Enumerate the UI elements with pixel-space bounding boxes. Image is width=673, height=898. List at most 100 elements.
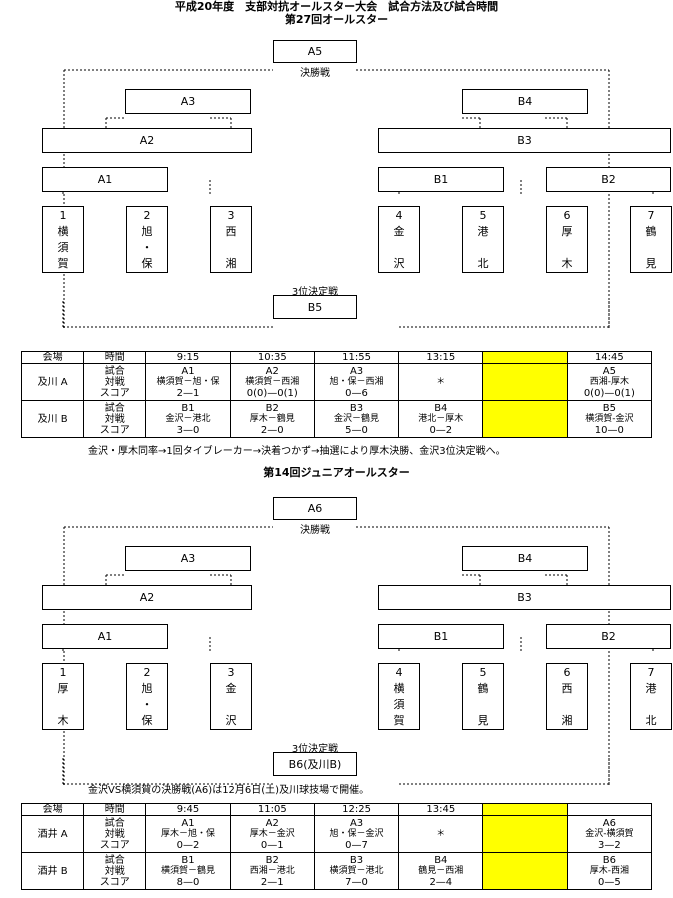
team-char: 6 — [563, 666, 571, 679]
team-char: 1 — [59, 209, 67, 222]
score: 10—0 — [594, 424, 624, 436]
header-cell: 11:55 — [313, 351, 400, 364]
matchup: 厚木－鶴見 — [249, 413, 295, 424]
matchup: 金沢－鶴見 — [334, 413, 380, 424]
score: 5—0 — [345, 424, 368, 436]
header-cell — [482, 803, 568, 816]
team-char — [565, 241, 569, 254]
score: 0—2 — [176, 839, 200, 851]
header-cell: 12:25 — [313, 803, 400, 816]
team-char: 須 — [393, 698, 405, 711]
matchup: 港北－厚木 — [418, 413, 464, 424]
team-char: 西 — [561, 682, 573, 695]
team-char: 賀 — [57, 257, 69, 270]
match-id: B5 — [602, 402, 616, 414]
header-cell: 10:35 — [229, 351, 315, 364]
type-cell: 試合対戦スコア — [83, 363, 147, 401]
header-cell: 時間 — [83, 803, 147, 816]
header-cell: 9:15 — [145, 351, 231, 364]
team-char: 保 — [141, 714, 153, 727]
score — [439, 388, 442, 399]
match-id: B1 — [181, 854, 195, 866]
team-char: 木 — [561, 257, 573, 270]
match-id: A2 — [265, 817, 279, 829]
page-title: 平成20年度 支部対抗オールスター大会 試合方法及び試合時間 — [174, 0, 499, 13]
venue-cell: 及川 B — [20, 400, 85, 438]
match-id: A3 — [349, 817, 364, 829]
type-cell: 試合対戦スコア — [83, 815, 147, 853]
type-label: 試合 — [104, 854, 125, 866]
venue-cell: 酒井 B — [20, 852, 85, 890]
header-cell — [482, 351, 568, 364]
match-id: A6 — [602, 817, 616, 829]
team-char — [229, 698, 233, 711]
senior-third-label: 3位決定戦 — [291, 287, 339, 298]
type-label: スコア — [99, 876, 130, 888]
matchup: 金沢-横須賀 — [585, 828, 634, 839]
match-id: B4 — [434, 854, 448, 866]
team-char: 湘 — [225, 257, 237, 270]
matchup: 旭・保－西湘 — [329, 376, 384, 387]
team-char: 見 — [477, 714, 489, 727]
match-id — [439, 366, 442, 377]
senior-final-box: A5 — [273, 40, 357, 63]
match-id: B1 — [181, 402, 195, 414]
type-label: 試合 — [104, 817, 125, 829]
header-cell: 時間 — [83, 351, 147, 364]
team-char: 賀 — [393, 714, 405, 727]
match-id: B6 — [602, 854, 616, 866]
senior-left-semi-box: A3 — [125, 89, 251, 114]
match-id: B3 — [349, 854, 364, 866]
team-char: 沢 — [393, 257, 405, 270]
team-char: ・ — [141, 241, 153, 254]
senior-right-first1-box: B1 — [378, 167, 504, 192]
senior-note: 金沢・厚木同率→1回タイブレーカー→決着つかず→抽選により厚木決勝、金沢3位決定… — [88, 446, 506, 457]
matchup: 西湘-厚木 — [589, 376, 629, 387]
type-label: スコア — [99, 387, 130, 399]
score: 8—0 — [176, 876, 200, 888]
match-cell — [482, 852, 568, 890]
type-label: 試合 — [104, 365, 125, 377]
type-label: 対戦 — [104, 828, 125, 840]
team-char: 3 — [227, 666, 235, 679]
junior-right-semi-box: B4 — [462, 546, 588, 571]
team-char: 金 — [393, 225, 405, 238]
junior-third-label: 3位決定戦 — [291, 744, 339, 755]
match-cell — [482, 400, 568, 438]
match-id — [439, 818, 442, 829]
senior-final-label: 決勝戦 — [300, 68, 330, 79]
team-char: 須 — [57, 241, 69, 254]
score: 7—0 — [345, 876, 368, 888]
type-cell: 試合対戦スコア — [83, 852, 147, 890]
type-label: スコア — [99, 839, 130, 851]
team-char: 沢 — [225, 714, 237, 727]
junior-left-quarter-box: A2 — [42, 585, 252, 610]
score — [439, 840, 442, 851]
team-char: 旭 — [141, 225, 153, 238]
junior-right-first1-box: B1 — [378, 624, 504, 649]
header-cell: 会場 — [20, 351, 85, 364]
senior-left-quarter-box: A2 — [42, 128, 252, 153]
team-char: 5 — [479, 666, 487, 679]
score: 2—4 — [429, 876, 453, 888]
senior-third-box: B5 — [273, 295, 357, 319]
matchup: 横須賀－旭・保 — [156, 376, 220, 387]
score: 0—6 — [345, 387, 368, 399]
team-char: 3 — [227, 209, 235, 222]
